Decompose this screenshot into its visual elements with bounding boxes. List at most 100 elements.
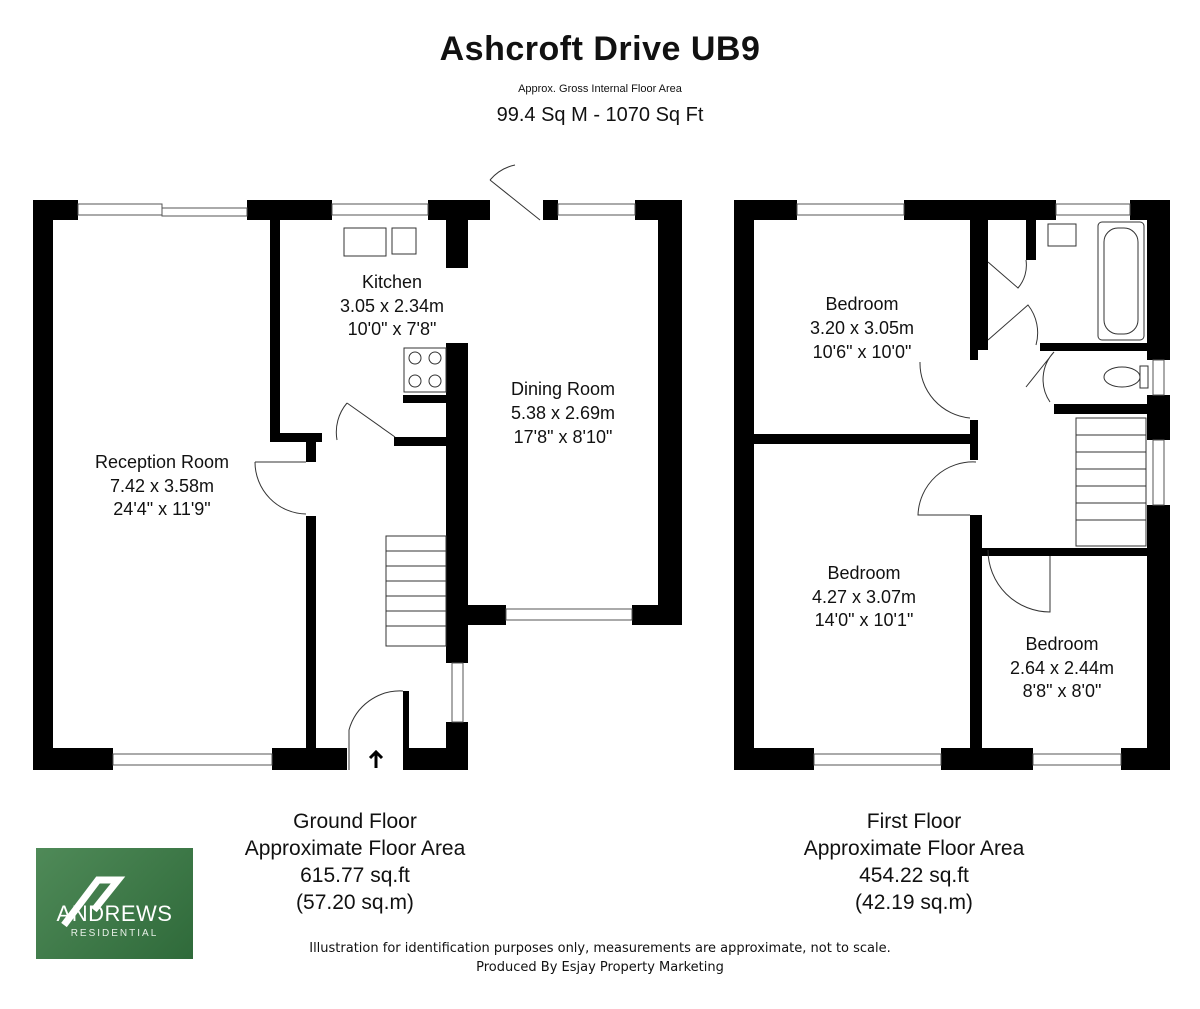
- wall: [1147, 200, 1170, 360]
- bedroom-2-imperial: 14'0" x 10'1": [815, 610, 914, 630]
- first-floor-fixtures: [917, 221, 1149, 613]
- wall: [904, 200, 1056, 220]
- wall: [970, 515, 982, 750]
- window: [112, 753, 273, 766]
- floor-plan-diagram: Reception Room 7.42 x 3.58m 24'4" x 11'9…: [33, 164, 1170, 770]
- drainer: [391, 227, 417, 255]
- wall: [734, 748, 814, 770]
- bedroom-1-imperial: 10'6" x 10'0": [813, 342, 912, 362]
- kitchen-name: Kitchen: [362, 272, 422, 292]
- window: [451, 662, 464, 723]
- wall: [978, 220, 988, 350]
- door-swing: [254, 461, 307, 515]
- burner: [408, 351, 422, 365]
- credit: Produced By Esjay Property Marketing: [476, 960, 724, 975]
- bedroom-3-metric: 2.64 x 2.44m: [1010, 658, 1114, 678]
- wall: [970, 420, 978, 460]
- bath-inner: [1103, 227, 1139, 335]
- wall: [1147, 395, 1170, 440]
- wall: [403, 691, 409, 748]
- ground-floor-area-sqft: 615.77 sq.ft: [300, 864, 410, 887]
- burner: [428, 351, 442, 365]
- page-title: Ashcroft Drive UB9: [439, 30, 761, 68]
- wall: [270, 433, 322, 442]
- wall: [446, 343, 468, 663]
- wall: [306, 516, 316, 748]
- wall: [247, 200, 332, 220]
- reception-room-name: Reception Room: [95, 452, 229, 472]
- room-labels: Reception Room 7.42 x 3.58m 24'4" x 11'9…: [95, 272, 1114, 701]
- bedroom-1-name: Bedroom: [825, 294, 898, 314]
- door-swing: [1025, 351, 1055, 403]
- agency-logo: ANDREWS RESIDENTIAL: [36, 848, 193, 959]
- first-floor-plan: [734, 200, 1170, 770]
- window: [331, 203, 429, 216]
- entrance-arrow: [368, 749, 384, 768]
- bedroom-2-metric: 4.27 x 3.07m: [812, 587, 916, 607]
- wall: [1026, 220, 1036, 260]
- wall: [970, 220, 978, 360]
- reception-room-metric: 7.42 x 3.58m: [110, 476, 214, 496]
- window: [161, 207, 248, 217]
- cistern: [1139, 365, 1149, 389]
- wall: [33, 748, 113, 770]
- dining-room-name: Dining Room: [511, 379, 615, 399]
- wall: [1147, 505, 1170, 770]
- door-swing: [987, 304, 1039, 346]
- bedroom-1-metric: 3.20 x 3.05m: [810, 318, 914, 338]
- wall: [734, 200, 754, 770]
- wall: [1121, 748, 1170, 770]
- ground-floor-plan: [33, 200, 682, 770]
- bedroom-3-imperial: 8'8" x 8'0": [1023, 681, 1102, 701]
- burner: [408, 374, 422, 388]
- burner: [428, 374, 442, 388]
- wall: [306, 442, 316, 462]
- ground-floor-label: Ground Floor: [293, 810, 417, 833]
- wall: [941, 748, 1033, 770]
- wall: [33, 200, 53, 770]
- disclaimer: Illustration for identification purposes…: [309, 941, 891, 956]
- wall: [1040, 343, 1150, 351]
- kitchen-imperial: 10'0" x 7'8": [348, 319, 437, 339]
- ground-floor-area-label: Approximate Floor Area: [244, 837, 466, 860]
- window: [1152, 439, 1165, 506]
- bath: [1097, 221, 1145, 341]
- hob: [403, 347, 447, 393]
- wall: [394, 437, 446, 446]
- door-swing: [917, 461, 977, 516]
- wall: [543, 200, 558, 220]
- first-floor-windows: [796, 203, 1165, 766]
- wall: [982, 548, 1150, 556]
- sink: [343, 227, 387, 257]
- first-floor-area-sqft: 454.22 sq.ft: [859, 864, 969, 887]
- wall: [632, 605, 682, 625]
- window: [557, 203, 636, 216]
- door-swing: [335, 402, 396, 441]
- door-swing: [919, 361, 971, 419]
- wall: [446, 200, 468, 268]
- back-door-swing: [489, 164, 541, 221]
- first-floor-area-sqm: (42.19 sq.m): [855, 891, 973, 914]
- dining-room-metric: 5.38 x 2.69m: [511, 403, 615, 423]
- window: [1152, 359, 1165, 396]
- window: [77, 203, 163, 216]
- first-floor-area-label: Approximate Floor Area: [803, 837, 1025, 860]
- reception-room-imperial: 24'4" x 11'9": [113, 499, 210, 519]
- window: [813, 753, 942, 766]
- logo-name: ANDREWS: [56, 901, 173, 926]
- basin: [1047, 223, 1077, 247]
- wall: [446, 722, 468, 770]
- wall: [468, 605, 506, 625]
- first-floor-label: First Floor: [866, 810, 962, 833]
- area-subtitle: Approx. Gross Internal Floor Area: [518, 83, 682, 95]
- toilet: [1103, 366, 1141, 388]
- front-door-swing: [348, 690, 404, 770]
- ground-floor-fixtures: [254, 164, 541, 770]
- wall: [403, 395, 446, 403]
- wall: [754, 434, 976, 444]
- dining-room-imperial: 17'8" x 8'10": [514, 427, 613, 447]
- wall: [272, 748, 347, 770]
- window: [1032, 753, 1122, 766]
- stairs: [385, 535, 447, 647]
- stairs: [1075, 417, 1147, 547]
